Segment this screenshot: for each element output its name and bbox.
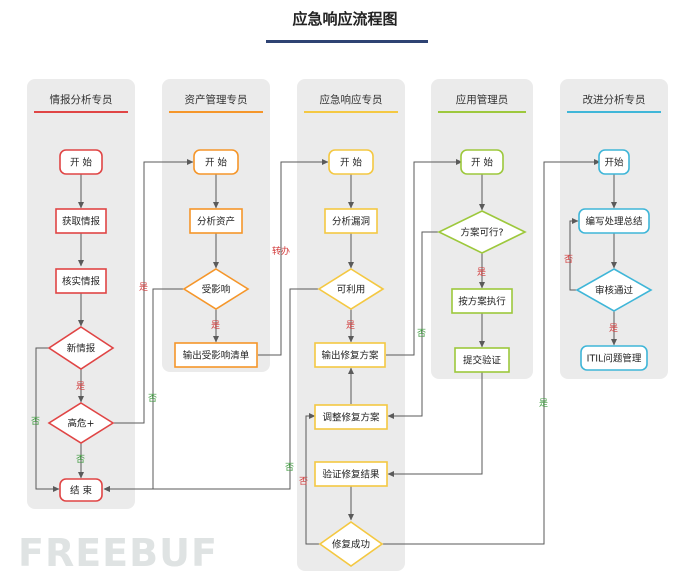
execute-plan-node[interactable] [451, 288, 513, 314]
lane-asset-nodes: 开 始 分析资产 受影响 输出受影响清单 [174, 149, 258, 368]
get-intel-label: 获取情报 [62, 216, 101, 228]
asset-start-node[interactable] [193, 149, 239, 175]
diagram-title: 应急响应流程图 [292, 10, 397, 28]
itil-problem-label: ITIL问题管理 [587, 353, 642, 365]
lane-intelligence-title: 情报分析专员 [50, 93, 113, 106]
end-node-label: 结 束 [70, 485, 93, 497]
start-node[interactable] [59, 149, 103, 175]
edge-output-to-app [386, 158, 463, 356]
edge-success-no-to-adjust [305, 412, 320, 545]
edges [35, 158, 618, 545]
analyze-vuln-node[interactable] [324, 208, 378, 234]
lane-response-underline [304, 111, 398, 113]
submit-validation-node[interactable] [454, 347, 510, 373]
lane-asset-underline [169, 111, 263, 113]
exploitable-label: 可利用 [337, 284, 366, 296]
lane-asset-title: 资产管理专员 [185, 93, 248, 106]
analyze-asset-label: 分析资产 [197, 216, 235, 228]
lane-app-admin-underline [438, 111, 526, 113]
label-high-no: 否 [76, 454, 85, 465]
label-success-no: 否 [299, 476, 308, 487]
submit-validation-label: 提交验证 [463, 355, 502, 367]
impacted-label: 受影响 [202, 284, 231, 296]
edge-success-yes-to-improve [382, 158, 601, 545]
feasible-label: 方案可行? [460, 227, 503, 239]
fix-success-decision[interactable] [318, 521, 384, 567]
verify-intel-node[interactable] [55, 268, 107, 294]
edge-high-yes-to-asset [113, 158, 194, 424]
impact-list-node[interactable] [174, 342, 258, 368]
label-new-yes: 是 [76, 381, 85, 392]
label-exploit-no: 否 [285, 462, 294, 473]
improve-start-label: 开始 [604, 157, 624, 169]
analyze-asset-node[interactable] [189, 208, 243, 234]
edge-feasible-no-to-adjust [387, 231, 439, 420]
review-passed-decision[interactable] [575, 268, 653, 312]
validate-fix-node[interactable] [314, 461, 388, 487]
lane-intelligence-underline [34, 111, 128, 113]
app-start-label: 开 始 [471, 157, 494, 169]
label-review-yes: 是 [609, 323, 618, 334]
feasible-decision[interactable] [437, 210, 527, 254]
itil-problem-node[interactable] [580, 345, 648, 371]
adjust-fix-plan-label: 调整修复方案 [322, 412, 380, 424]
verify-intel-label: 核实情报 [62, 276, 101, 288]
exploitable-decision[interactable] [317, 268, 385, 310]
edge-submit-to-validate [387, 372, 483, 478]
lane-app-admin-title: 应用管理员 [456, 93, 509, 106]
validate-fix-label: 验证修复结果 [322, 469, 380, 481]
output-fix-plan-label: 输出修复方案 [321, 350, 379, 362]
write-summary-label: 编写处理总结 [585, 216, 642, 228]
title-underline [266, 40, 428, 43]
write-summary-node[interactable] [578, 208, 650, 234]
label-feasible-no: 否 [417, 328, 426, 339]
execute-plan-label: 按方案执行 [458, 296, 506, 308]
end-node[interactable] [59, 478, 103, 502]
edge-list-transfer [258, 158, 329, 356]
label-new-no: 否 [31, 416, 40, 427]
label-review-no: 否 [564, 254, 573, 265]
start-node-label: 开 始 [70, 157, 93, 169]
lane-response-title: 应急响应专员 [320, 93, 383, 106]
high-risk-decision[interactable] [47, 402, 115, 444]
high-risk-label: 高危+ [68, 418, 95, 430]
label-exploit-yes: 是 [346, 320, 355, 331]
fix-success-label: 修复成功 [332, 539, 370, 551]
review-passed-label: 审核通过 [595, 285, 634, 297]
new-intel-label: 新情报 [67, 343, 96, 355]
label-success-yes: 是 [539, 398, 548, 409]
asset-start-label: 开 始 [205, 157, 228, 169]
get-intel-node[interactable] [55, 208, 107, 234]
label-impact-no: 否 [148, 393, 157, 404]
lane-improve-nodes: 开始 编写处理总结 审核通过 ITIL问题管理 [575, 149, 653, 371]
lane-improve-title: 改进分析专员 [583, 93, 646, 106]
impact-list-label: 输出受影响清单 [183, 350, 250, 362]
freebuf-watermark: FREEBUF [18, 531, 218, 575]
impacted-decision[interactable] [182, 268, 250, 310]
lane-improve-underline [567, 111, 661, 113]
analyze-vuln-label: 分析漏洞 [332, 216, 370, 228]
lane-intelligence-nodes: 开 始 获取情报 核实情报 新情报 高危+ 结 束 [47, 149, 115, 502]
response-start-node[interactable] [328, 149, 374, 175]
adjust-fix-plan-node[interactable] [314, 404, 388, 430]
label-high-yes: 是 [139, 282, 148, 293]
label-feasible-yes: 是 [477, 267, 486, 278]
response-start-label: 开 始 [340, 157, 363, 169]
lane-response-nodes: 开 始 分析漏洞 可利用 输出修复方案 调整修复方案 验证修复结果 修复成功 [314, 149, 388, 567]
edge-review-no-to-summary [569, 217, 579, 291]
edge-new-no-to-end [35, 347, 60, 493]
lane-app-admin-nodes: 开 始 方案可行? 按方案执行 提交验证 [437, 149, 527, 373]
label-impact-yes: 是 [211, 320, 220, 331]
output-fix-plan-node[interactable] [314, 342, 386, 368]
label-transfer: 转办 [272, 245, 290, 257]
improve-start-node[interactable] [598, 149, 630, 175]
edge-exploit-no-to-end [103, 288, 319, 493]
new-intel-decision[interactable] [47, 326, 115, 370]
edge-labels: 是 否 否 是 否 是 转办 是 否 否 否 是 是 否 是 [31, 245, 618, 487]
app-start-node[interactable] [460, 149, 504, 175]
